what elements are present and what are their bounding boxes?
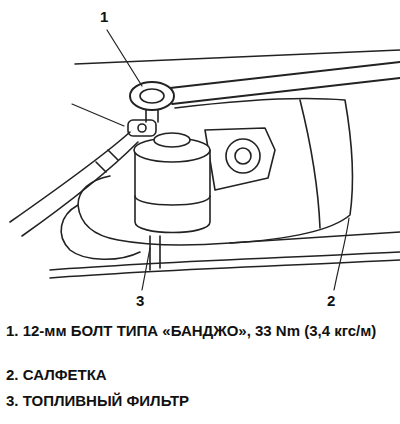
hose-clamp [96,150,118,172]
mount-bracket [205,128,275,190]
leader-line [72,104,124,126]
cloth-fold [61,205,140,259]
frame-edge [230,232,400,243]
fuel-hose [10,132,130,222]
wrench-handle [170,62,400,104]
banjo-hole [138,124,146,132]
filter-cap [154,133,190,147]
parts-note: 1. 12-мм БОЛТ ТИПА «БАНДЖО», 33 Nm (3,4 … [6,322,394,340]
leader-line [334,218,349,290]
fuel-pipe [50,260,400,278]
fuel-hose [22,142,138,236]
leader-line [107,30,142,86]
leader-line [142,248,150,290]
parts-note: 2. САЛФЕТКА [6,366,394,384]
mount-boss [226,139,260,173]
mount-hole [235,148,251,164]
callout-number: 2 [325,292,337,310]
banjo-bolt-head [140,89,164,103]
filter-outlet [150,236,160,270]
banjo-bolt [146,110,158,122]
callout-number: 1 [98,8,110,26]
banjo-fitting [128,120,156,136]
wrench-ring [130,82,174,110]
filter-seam [135,196,210,205]
parts-note: 3. ТОПЛИВНЫЙ ФИЛЬТР [6,392,394,410]
cloth-fold [300,100,320,228]
cloth [78,98,352,245]
callout-number: 3 [134,292,146,310]
